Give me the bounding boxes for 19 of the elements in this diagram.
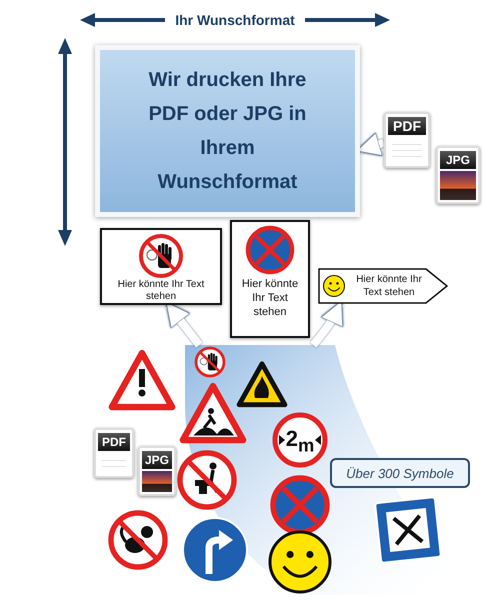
file-icon (384, 112, 430, 168)
file-icon (436, 146, 480, 204)
heading-text: Wir drucken Ihre PDF oder JPG in Ihrem Wunschformat (148, 68, 308, 195)
file-type-label: JPG (142, 451, 172, 469)
sign-board (230, 220, 310, 338)
file-icon (138, 446, 176, 496)
callout-text: Über 300 Symbole (346, 466, 454, 480)
callout-box (330, 458, 470, 488)
sign-text: Hier könnte Ihr Text stehen (355, 273, 423, 299)
sign-text: Hier könnte Ihr Text stehen (240, 277, 300, 319)
sign-board (100, 228, 222, 305)
print-area-box (95, 45, 360, 217)
file-type-label: PDF (98, 433, 130, 451)
file-type-label: PDF (388, 117, 426, 135)
file-icon (94, 428, 134, 478)
dimension-label: Ihr Wunschformat (174, 11, 296, 30)
sign-text: 2$_{m}$ (284, 425, 316, 458)
file-type-label: JPG (440, 151, 476, 169)
sign-text: Hier könnte Ihr Text stehen (116, 279, 206, 303)
